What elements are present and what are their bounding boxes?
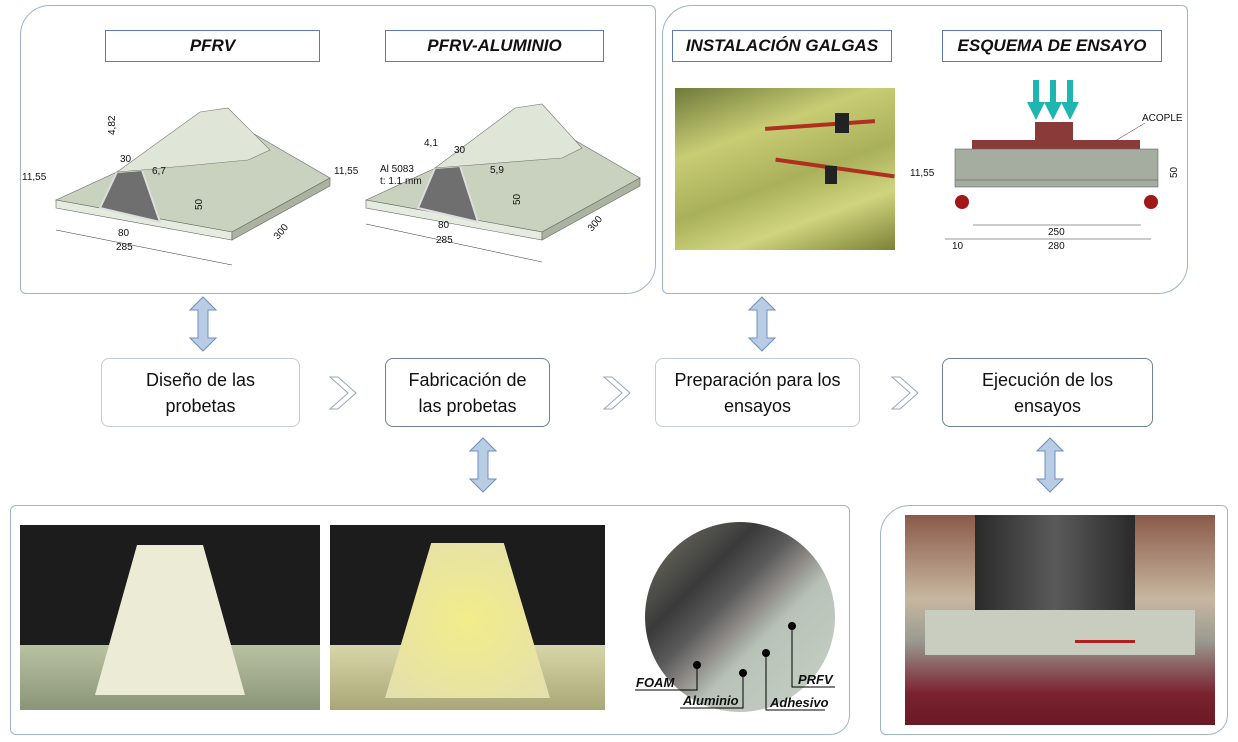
double-arrow-icon xyxy=(469,437,497,493)
title-pfrv-aluminio: PFRV-ALUMINIO xyxy=(385,30,604,62)
label-prfv: PRFV xyxy=(798,672,834,687)
layer-closeup-photo xyxy=(645,522,835,712)
step-fabricacion: Fabricación de las probetas xyxy=(385,358,550,427)
dim-height: 50 xyxy=(1169,166,1180,178)
dim-total: 280 xyxy=(1048,241,1065,252)
label-foam: FOAM xyxy=(636,675,675,690)
double-arrow-icon xyxy=(748,296,776,352)
dim-offset: 10 xyxy=(952,241,964,252)
label-aluminio: Aluminio xyxy=(682,693,739,708)
dim-base-width: 80 xyxy=(438,220,450,231)
dim-wall: 5,9 xyxy=(490,165,504,176)
pfrv-section-photo xyxy=(20,525,320,710)
dim-top-width: 30 xyxy=(120,154,132,165)
title-instalacion-galgas: INSTALACIÓN GALGAS xyxy=(672,30,892,62)
title-esquema-ensayo: ESQUEMA DE ENSAYO xyxy=(942,30,1162,62)
dim-top-thickness: 4,1 xyxy=(424,138,438,149)
dim-base-thickness: 11,55 xyxy=(910,168,935,179)
layer-labels: FOAM Aluminio Adhesivo PRFV xyxy=(635,622,835,711)
pfrv-aluminio-drawing: 4,1 30 Al 5083 t: 1.1 mm 5,9 11,55 50 80… xyxy=(334,103,641,263)
dim-height: 50 xyxy=(512,193,523,205)
label-adhesivo: Adhesivo xyxy=(769,695,829,710)
dim-base-thickness: 11,55 xyxy=(334,166,359,177)
dim-width: 285 xyxy=(436,235,453,246)
chevron-right-icon xyxy=(890,376,919,410)
test-execution-photo xyxy=(905,515,1215,725)
title-pfrv: PFRV xyxy=(105,30,320,62)
test-scheme: ACOPLE 50 11,55 250 10 280 xyxy=(910,80,1183,252)
step-preparacion: Preparación para los ensayos xyxy=(655,358,860,427)
dim-height: 50 xyxy=(194,198,205,210)
dim-width: 285 xyxy=(116,242,133,253)
dim-base-width: 80 xyxy=(118,228,130,239)
step-diseno: Diseño de las probetas xyxy=(101,358,300,427)
dim-length: 300 xyxy=(586,214,605,234)
dim-top-width: 30 xyxy=(454,145,466,156)
dim-material: Al 5083 xyxy=(380,164,414,175)
dim-span: 250 xyxy=(1048,227,1065,238)
dim-top-thickness: 4,82 xyxy=(107,115,118,135)
strain-gauge-photo xyxy=(675,88,895,250)
chevron-right-icon xyxy=(328,376,357,410)
load-arrows-icon xyxy=(1027,80,1079,120)
double-arrow-icon xyxy=(1036,437,1064,493)
dim-wall: 6,7 xyxy=(152,166,166,177)
pfrv-drawing: 4,82 30 6,7 11,55 50 80 285 300 xyxy=(22,107,331,266)
pfrv-aluminio-section-photo xyxy=(330,525,605,710)
step-ejecucion: Ejecución de los ensayos xyxy=(942,358,1153,427)
dim-length: 300 xyxy=(272,222,291,242)
dim-thickness: t: 1.1 mm xyxy=(380,176,422,187)
dim-base-thickness: 11,55 xyxy=(22,172,47,183)
double-arrow-icon xyxy=(189,296,217,352)
chevron-right-icon xyxy=(602,376,631,410)
coupler-label: ACOPLE xyxy=(1142,113,1183,124)
